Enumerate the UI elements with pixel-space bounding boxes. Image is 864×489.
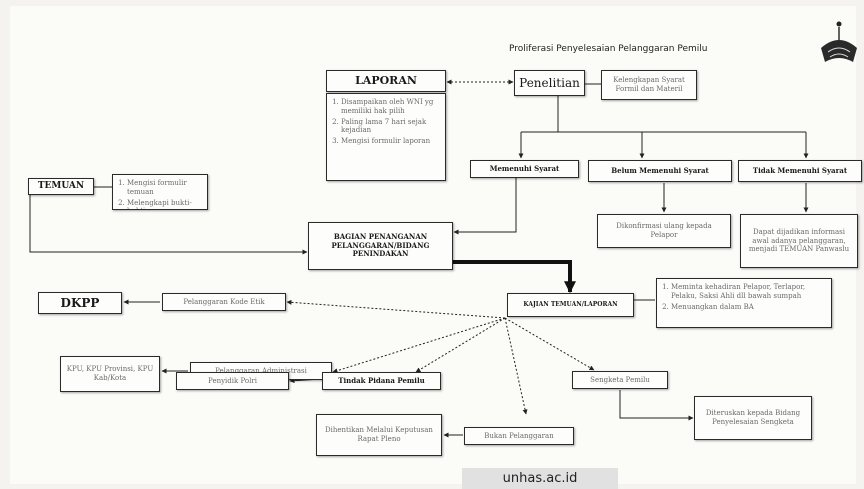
node-sengketa-pemilu: Sengketa Pemilu [572,371,668,389]
node-bagian-penanganan: BAGIAN PENANGANAN PELANGGARAN/BIDANG PEN… [308,222,453,270]
node-temuan: TEMUAN [28,178,94,195]
connector-kajian-sengketa [504,317,595,371]
node-laporan: LAPORAN [326,70,446,92]
node-kajian: KAJIAN TEMUAN/LAPORAN [507,293,634,317]
watermark: unhas.ac.id [462,468,618,489]
temuan-requirements: Mengisi formulir temuan Melengkapi bukti… [112,174,208,210]
connector-kajian-kodeetik [286,299,506,319]
node-penyidik-polri: Penyidik Polri [176,372,289,390]
node-bukan-pelanggaran: Bukan Pelanggaran [464,427,574,445]
connector-bagian-kajian [451,260,576,294]
node-dapat-dijadikan: Dapat dijadikan informasi awal adanya pe… [740,214,858,268]
kajian-req-1: Meminta kehadiran Pelapor, Terlapor, Pel… [671,283,827,301]
laporan-requirements: Disampaikan oleh WNI yg memiliki hak pil… [326,93,446,181]
diagram-title: Proliferasi Penyelesaian Pelanggaran Pem… [509,44,708,54]
node-kelengkapan-syarat: Kelengkapan Syarat Formil dan Materil [601,70,697,100]
node-tidak-memenuhi-syarat: Tidak Memenuhi Syarat [738,160,862,182]
temuan-req-1: Mengisi formulir temuan [127,179,203,197]
node-dikonfirmasi-ulang: Dikonfirmasi ulang kepada Pelapor [597,214,731,248]
connector-kajian-bukan [504,317,528,415]
kajian-req-2: Menuangkan dalam BA [671,303,827,312]
connector-kajian-administrasi [332,317,506,374]
connector-temuan-bagian [29,195,308,255]
kajian-requirements: Meminta kehadiran Pelapor, Terlapor, Pel… [656,278,832,328]
node-tindak-pidana-pemilu: Tindak Pidana Pemilu [322,372,441,390]
emblem-logo [821,21,857,62]
connector-kajian-pidana [415,317,506,373]
connector-sengketa-diteruskan [619,390,694,421]
temuan-req-2: Melengkapi bukti-bukti [127,199,203,210]
laporan-req-3: Mengisi formulir laporan [341,137,441,146]
laporan-req-2: Paling lama 7 hari sejak kejadian [341,118,441,136]
node-dihentikan: Dihentikan Melalui Keputusan Rapat Pleno [316,414,442,456]
node-kpu: KPU, KPU Provinsi, KPU Kab/Kota [60,356,160,392]
node-diteruskan: Diteruskan kepada Bidang Penyelesaian Se… [694,396,812,440]
node-memenuhi-syarat: Memenuhi Syarat [470,160,579,178]
node-pelanggaran-kode-etik: Pelanggaran Kode Etik [162,293,286,311]
connector-memenuhi-bagian [453,178,517,235]
node-penelitian: Penelitian [514,70,585,96]
node-belum-memenuhi-syarat: Belum Memenuhi Syarat [588,160,732,182]
node-dkpp: DKPP [38,292,122,314]
laporan-req-1: Disampaikan oleh WNI yg memiliki hak pil… [341,98,441,116]
